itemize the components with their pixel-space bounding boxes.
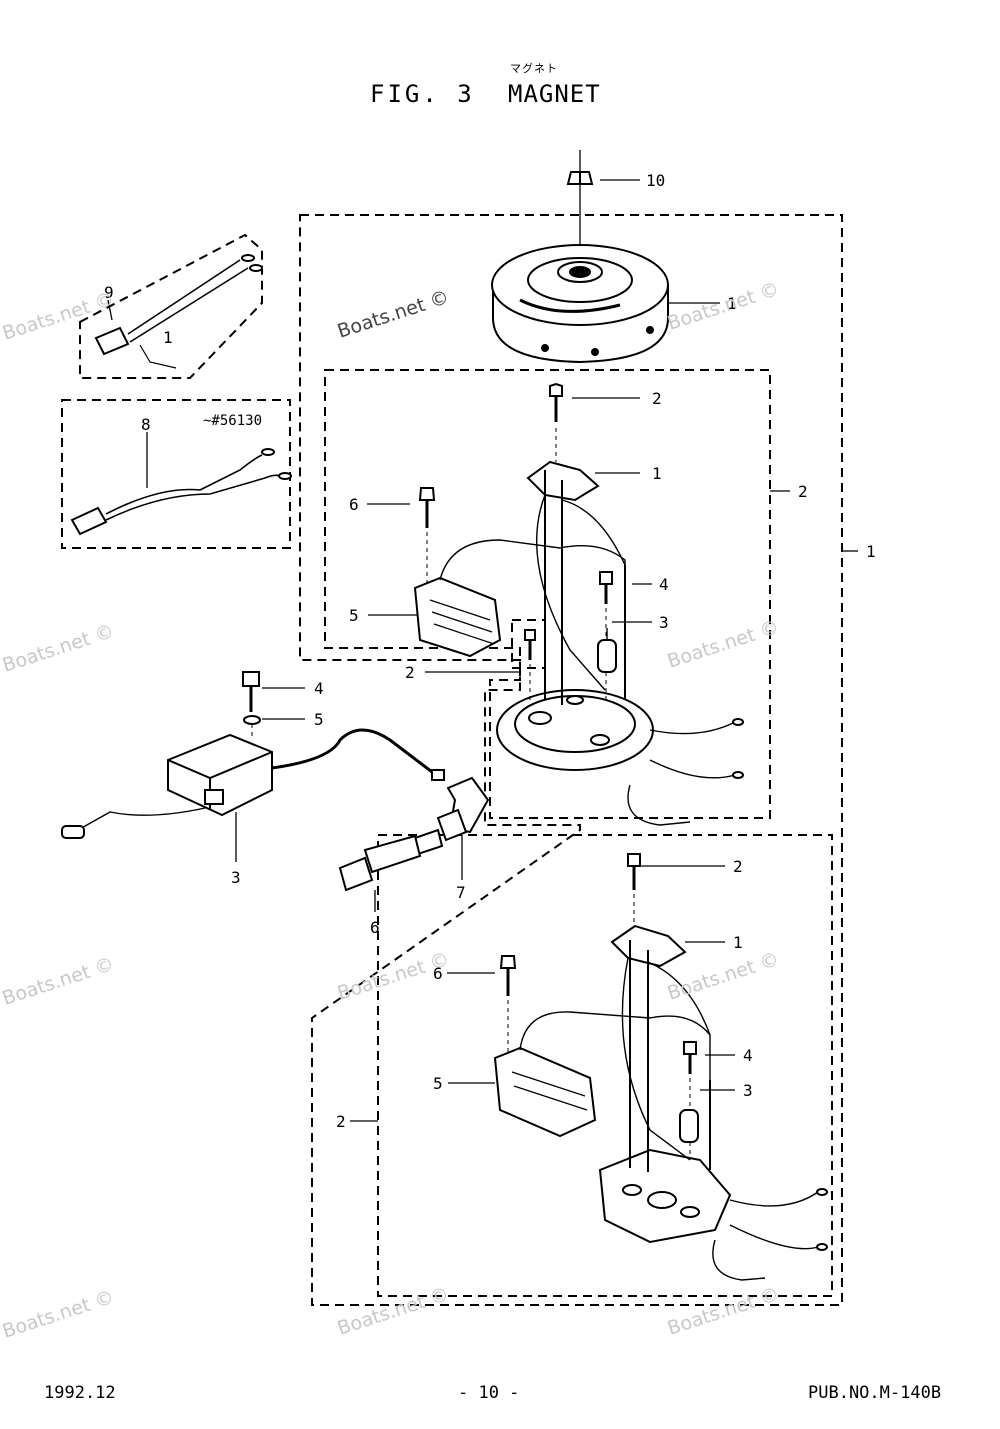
watermark: Boats.net © <box>665 278 782 335</box>
flywheel <box>491 244 669 364</box>
callout-coil-5: 5 <box>349 606 359 625</box>
callout-screw-4: 4 <box>659 575 669 594</box>
callout-screw-2b: 2 <box>405 663 415 682</box>
stator-assembly-lower <box>493 853 828 1281</box>
outline-stator-2-upper <box>324 369 771 819</box>
callout-cable-9: 9 <box>104 283 114 302</box>
figure-title: マグネト FIG. 3 MAGNET <box>360 58 620 118</box>
callout-ignition-coil-3: 3 <box>231 868 241 887</box>
callout-spark-plug-6: 6 <box>370 918 380 937</box>
callout-plug-cap-7: 7 <box>456 883 466 902</box>
stator-assembly-upper <box>413 382 744 826</box>
outline-cable-9 <box>79 233 263 379</box>
callout-lower-screw-2: 2 <box>733 857 743 876</box>
title-furigana: マグネト <box>510 62 558 75</box>
watermark: Boats.net © <box>0 953 117 1010</box>
callout-plate-screw: 2 <box>652 389 662 408</box>
callout-10: 10 <box>646 171 665 190</box>
watermark: Boats.net © <box>665 948 782 1005</box>
callout-screw-6: 6 <box>349 495 359 514</box>
watermark: Boats.net © <box>335 286 452 343</box>
callout-group-2: 2 <box>798 482 808 501</box>
nut-10 <box>566 171 594 185</box>
cable-9 <box>94 254 263 369</box>
callout-cable-8: 8 <box>141 415 151 434</box>
outline-cable-8 <box>61 399 291 549</box>
serial-note: ~#56130 <box>203 413 262 429</box>
callout-group-1: 1 <box>866 542 876 561</box>
watermark: Boats.net © <box>665 616 782 673</box>
callout-labels: 10 1 9 1 2 1 2 1 6 4 3 5 2 4 5 3 6 7 8 ~… <box>104 171 876 1131</box>
callout-pulser: 1 <box>652 464 662 483</box>
callout-flywheel: 1 <box>727 294 737 313</box>
watermark: Boats.net © <box>335 1283 452 1340</box>
footer-page-number: - 10 - <box>458 1383 520 1403</box>
footer-date: 1992.12 <box>44 1383 116 1403</box>
watermark: Boats.net © <box>0 1286 117 1343</box>
callout-lower-coil-5: 5 <box>433 1074 443 1093</box>
callout-lower-pulser-1: 1 <box>733 933 743 952</box>
callout-lower-group-2: 2 <box>336 1112 346 1131</box>
watermark: Boats.net © <box>665 1283 782 1340</box>
outline-stator-2-lower <box>377 834 833 1297</box>
group-outlines <box>61 214 843 1306</box>
callout-lower-screw-4: 4 <box>743 1046 753 1065</box>
cable-8 <box>70 448 292 536</box>
figure-name: MAGNET <box>508 80 601 108</box>
callout-lower-condenser-3: 3 <box>743 1081 753 1100</box>
callout-cable-9-sub: 1 <box>163 328 173 347</box>
callout-lower-screw-6: 6 <box>433 964 443 983</box>
callout-condenser-3: 3 <box>659 613 669 632</box>
figure-number: FIG. 3 <box>370 80 475 108</box>
ignition-coil-group <box>61 671 490 892</box>
callout-coil-bolt-4: 4 <box>314 679 324 698</box>
watermark: Boats.net © <box>0 620 117 677</box>
leader-lines <box>107 150 858 1122</box>
footer-publication-number: PUB.NO.M-140B <box>808 1383 942 1403</box>
callout-washer-5: 5 <box>314 710 324 729</box>
outline-assembly-1 <box>299 214 843 1306</box>
